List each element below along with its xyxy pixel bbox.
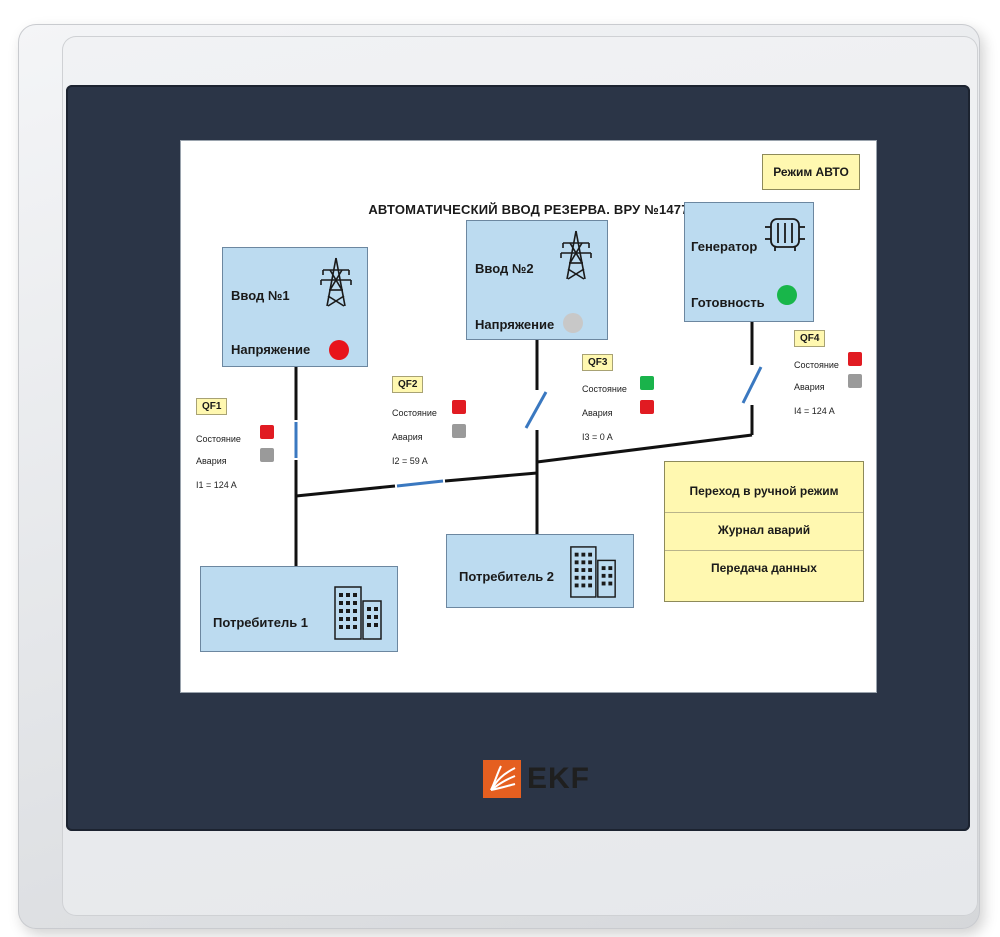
bus-right-segment bbox=[444, 471, 538, 483]
data-transfer-button[interactable]: Передача данных bbox=[665, 550, 863, 585]
qf1-tag: QF1 bbox=[196, 398, 228, 415]
mode-badge[interactable]: Режим АВТО bbox=[762, 154, 860, 190]
generator-icon bbox=[765, 218, 805, 251]
screen-title: АВТОМАТИЧЕСКИЙ ВВОД РЕЗЕРВА. ВРУ №1477 bbox=[368, 202, 689, 217]
ekf-logo-mark-icon bbox=[483, 760, 521, 798]
consumer1-label: Потребитель 1 bbox=[213, 615, 309, 630]
manual-mode-button[interactable]: Переход в ручной режим bbox=[689, 484, 839, 498]
qf1-current: I1 = 124 A bbox=[196, 480, 237, 490]
command-panel: Переход в ручной режим Журнал аварий Пер… bbox=[664, 461, 864, 602]
qf2-tag: QF2 bbox=[392, 376, 424, 393]
power-tower-icon bbox=[320, 257, 352, 307]
generator-label: Генератор bbox=[691, 239, 758, 254]
qf3-tag: QF3 bbox=[582, 354, 614, 371]
building-icon bbox=[334, 586, 382, 640]
qf3-alarm-label: Авария bbox=[582, 408, 613, 418]
single-line-diagram bbox=[294, 320, 763, 580]
generator-block[interactable]: Генератор Готовность bbox=[684, 202, 814, 322]
generator-ready-lamp bbox=[777, 285, 797, 305]
input2-label: Ввод №2 bbox=[475, 261, 534, 276]
generator-tie-line bbox=[536, 433, 753, 464]
power-tower-icon bbox=[560, 230, 592, 280]
qf2-alarm-indicator bbox=[452, 424, 466, 438]
hmi-screen: Режим АВТО АВТОМАТИЧЕСКИЙ ВВОД РЕЗЕРВА. … bbox=[180, 140, 877, 693]
qf3-state-label: Состояние bbox=[582, 384, 627, 394]
consumer2-block[interactable]: Потребитель 2 bbox=[446, 534, 634, 608]
qf2-breaker bbox=[396, 479, 444, 488]
qf4-alarm-indicator bbox=[848, 374, 862, 388]
qf2-state-indicator bbox=[452, 400, 466, 414]
qf3-alarm-indicator bbox=[640, 400, 654, 414]
building-icon bbox=[570, 546, 616, 598]
bus-left-segment bbox=[295, 484, 396, 498]
consumer2-label: Потребитель 2 bbox=[459, 569, 555, 584]
qf4-breaker bbox=[741, 366, 763, 404]
qf3-current: I3 = 0 A bbox=[582, 432, 613, 442]
input2-voltage-lamp bbox=[563, 313, 583, 333]
input1-voltage-lamp bbox=[329, 340, 349, 360]
input1-block[interactable]: Ввод №1 Напряжение bbox=[222, 247, 368, 367]
qf4-state-label: Состояние bbox=[794, 360, 839, 370]
qf3-state-indicator bbox=[640, 376, 654, 390]
brand-logo: EKF bbox=[483, 757, 590, 801]
qf4-current: I4 = 124 A bbox=[794, 406, 835, 416]
consumer1-block[interactable]: Потребитель 1 bbox=[200, 566, 398, 652]
qf3-breaker bbox=[524, 391, 548, 429]
qf1-state-label: Состояние bbox=[196, 434, 241, 444]
qf2-alarm-label: Авария bbox=[392, 432, 423, 442]
input2-block[interactable]: Ввод №2 Напряжение bbox=[466, 220, 608, 340]
generator-ready-label: Готовность bbox=[691, 295, 765, 310]
qf1-alarm-label: Авария bbox=[196, 456, 227, 466]
brand-name: EKF bbox=[527, 762, 590, 795]
qf4-alarm-label: Авария bbox=[794, 382, 825, 392]
qf4-state-indicator bbox=[848, 352, 862, 366]
input1-label: Ввод №1 bbox=[231, 288, 290, 303]
qf1-alarm-indicator bbox=[260, 448, 274, 462]
input1-voltage-label: Напряжение bbox=[231, 342, 311, 357]
qf2-state-label: Состояние bbox=[392, 408, 437, 418]
qf2-current: I2 = 59 A bbox=[392, 456, 428, 466]
alarm-log-button[interactable]: Журнал аварий bbox=[665, 512, 863, 547]
qf4-tag: QF4 bbox=[794, 330, 826, 347]
input2-voltage-label: Напряжение bbox=[475, 317, 555, 332]
qf1-state-indicator bbox=[260, 425, 274, 439]
